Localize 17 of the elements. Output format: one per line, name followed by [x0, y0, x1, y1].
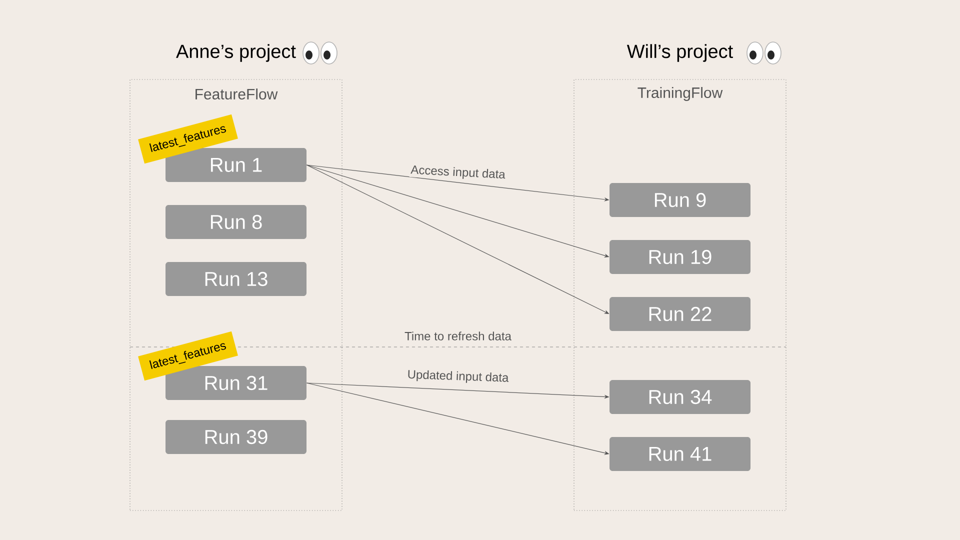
run-box: Run 22: [610, 297, 750, 331]
flow-name: TrainingFlow: [638, 87, 723, 101]
edge-label: Updated input data: [406, 368, 510, 386]
project-heading: Anne’s project: [176, 44, 296, 62]
edge-label: Access input data: [409, 164, 507, 182]
run-box: Run 13: [166, 262, 306, 296]
run-box: Run 1: [166, 148, 306, 182]
run-box: Run 19: [610, 240, 750, 274]
flow-name: FeatureFlow: [196, 88, 278, 100]
run-box: Run 31: [166, 366, 306, 400]
note-label: Time to refresh data: [404, 330, 512, 342]
project-heading: Will’s project: [626, 44, 733, 62]
run-box: Run 39: [166, 420, 306, 454]
run-box: Run 8: [166, 205, 306, 239]
run-box: Run 9: [610, 183, 750, 217]
run-box: Run 34: [610, 380, 750, 414]
run-box: Run 41: [610, 437, 750, 471]
